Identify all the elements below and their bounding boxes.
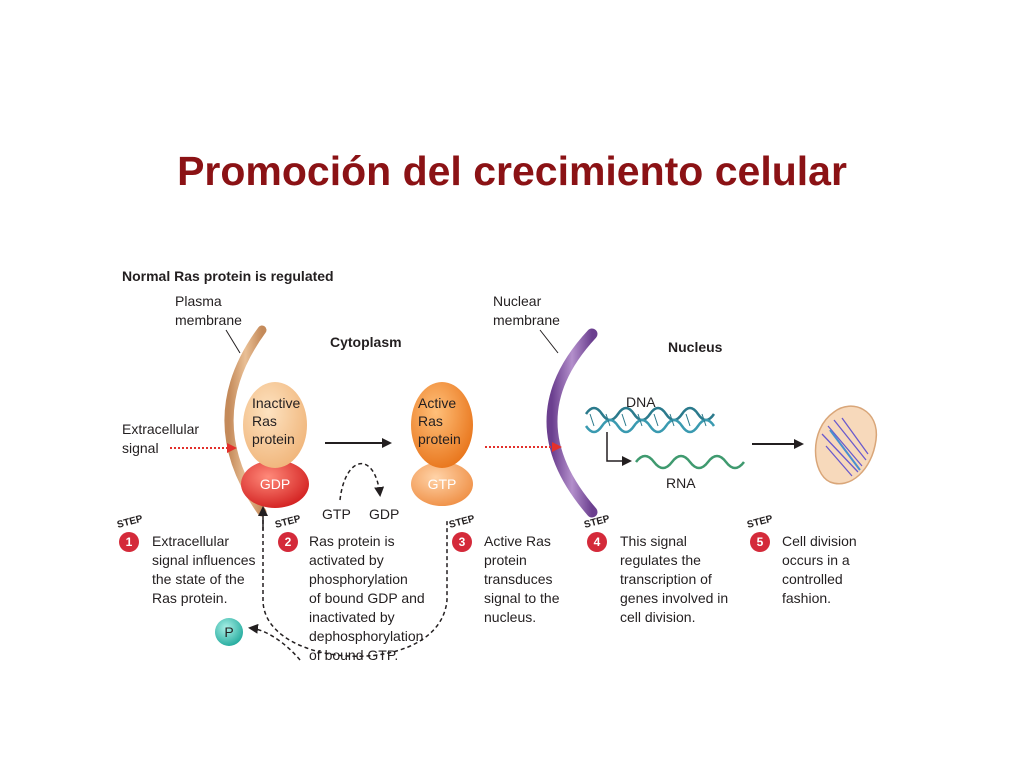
step-5-badge	[750, 532, 770, 552]
plasma-membrane-label-line1: Plasma	[175, 293, 222, 309]
active-ras-line2: Ras	[418, 413, 443, 429]
active-ras-line3: protein	[418, 431, 461, 447]
step-3-number: 3	[459, 535, 466, 549]
step-2-number: 2	[285, 535, 292, 549]
dna-label: DNA	[626, 394, 656, 410]
nucleus-label: Nucleus	[668, 339, 723, 355]
nuclear-membrane-label-line2: membrane	[493, 312, 560, 328]
rna-label: RNA	[666, 475, 696, 491]
phosphate-release-arrow	[248, 623, 301, 661]
inactive-ras-protein	[243, 382, 307, 468]
step-3-badge	[452, 532, 472, 552]
step-3-line4: signal to the	[484, 590, 560, 606]
gtp-label: GTP	[428, 476, 457, 492]
dna-helix	[584, 406, 716, 434]
step-5-word: STEP	[746, 513, 774, 530]
step-2-word: STEP	[274, 513, 302, 530]
gdp-small-label: GDP	[369, 506, 399, 522]
step-3-line3: transduces	[484, 571, 552, 587]
step-1-line3: the state of the	[152, 571, 245, 587]
step-4-line2: regulates the	[620, 552, 701, 568]
step-3-line2: protein	[484, 552, 527, 568]
step-1-line2: signal influences	[152, 552, 256, 568]
step-2-line2: activated by	[309, 552, 384, 568]
step-3: STEP 3 Active Ras protein transduces sig…	[448, 513, 560, 625]
gdp-label: GDP	[260, 476, 290, 492]
slide-title: Promoción del crecimiento celular	[177, 148, 847, 194]
rna-strand	[635, 454, 745, 470]
gtp-bound-molecule	[411, 462, 473, 506]
diagram-heading: Normal Ras protein is regulated	[122, 268, 334, 284]
step-2: STEP 2 Ras protein is activated by phosp…	[274, 513, 425, 663]
plasma-membrane-label-line2: membrane	[175, 312, 242, 328]
cytoplasm-label: Cytoplasm	[330, 334, 402, 350]
step-1-line4: Ras protein.	[152, 590, 227, 606]
step-3-word: STEP	[448, 513, 476, 530]
step-4-badge	[587, 532, 607, 552]
nuclear-membrane	[546, 328, 598, 518]
step-3-line5: nucleus.	[484, 609, 536, 625]
step-4-line4: genes involved in	[620, 590, 728, 606]
step-5: STEP 5 Cell division occurs in a control…	[746, 513, 857, 606]
step-1-line1: Extracellular	[152, 533, 229, 549]
active-ras-protein	[411, 382, 473, 468]
step-2-line4: of bound GDP and	[309, 590, 425, 606]
step-1: STEP 1 Extracellular signal influences t…	[116, 513, 256, 606]
nuclear-membrane-label-line1: Nuclear	[493, 293, 542, 309]
step-4-number: 4	[594, 535, 601, 549]
gtp-gdp-exchange-arrow	[339, 462, 385, 501]
plasma-membrane-pointer	[225, 329, 241, 354]
step-2-line3: phosphorylation	[309, 571, 408, 587]
step-5-line1: Cell division	[782, 533, 857, 549]
step-5-line4: fashion.	[782, 590, 831, 606]
step-1-word: STEP	[116, 513, 144, 530]
step-4-line3: transcription of	[620, 571, 712, 587]
step-5-number: 5	[757, 535, 764, 549]
gdp-bound-molecule	[241, 460, 309, 508]
active-ras-line1: Active	[418, 395, 456, 411]
step-5-line3: controlled	[782, 571, 843, 587]
inactive-ras-line2: Ras	[252, 413, 277, 429]
nuclear-membrane-pointer	[539, 329, 559, 354]
inactive-ras-line1: Inactive	[252, 395, 300, 411]
inactive-ras-line3: protein	[252, 431, 295, 447]
step-3-line1: Active Ras	[484, 533, 551, 549]
step-2-line5: inactivated by	[309, 609, 395, 625]
step-2-line1: Ras protein is	[309, 533, 395, 549]
dividing-cell-icon	[814, 405, 878, 485]
phosphate-molecule	[215, 618, 243, 646]
extracellular-signal-label-line2: signal	[122, 440, 159, 456]
step-4-line1: This signal	[620, 533, 687, 549]
step-4-word: STEP	[583, 513, 611, 530]
transcription-arrow	[606, 432, 632, 466]
step-1-number: 1	[126, 535, 133, 549]
extracellular-signal-label-line1: Extracellular	[122, 421, 199, 437]
step-4: STEP 4 This signal regulates the transcr…	[583, 513, 728, 625]
inactivation-loop	[262, 520, 448, 658]
step-1-badge	[119, 532, 139, 552]
step-2-badge	[278, 532, 298, 552]
gtp-small-label: GTP	[322, 506, 351, 522]
step-2-line6: dephosphorylation	[309, 628, 423, 644]
step-2-line7: of bound GTP.	[309, 647, 398, 663]
step-5-line2: occurs in a	[782, 552, 850, 568]
phosphate-label: P	[224, 624, 233, 640]
step-4-line5: cell division.	[620, 609, 695, 625]
